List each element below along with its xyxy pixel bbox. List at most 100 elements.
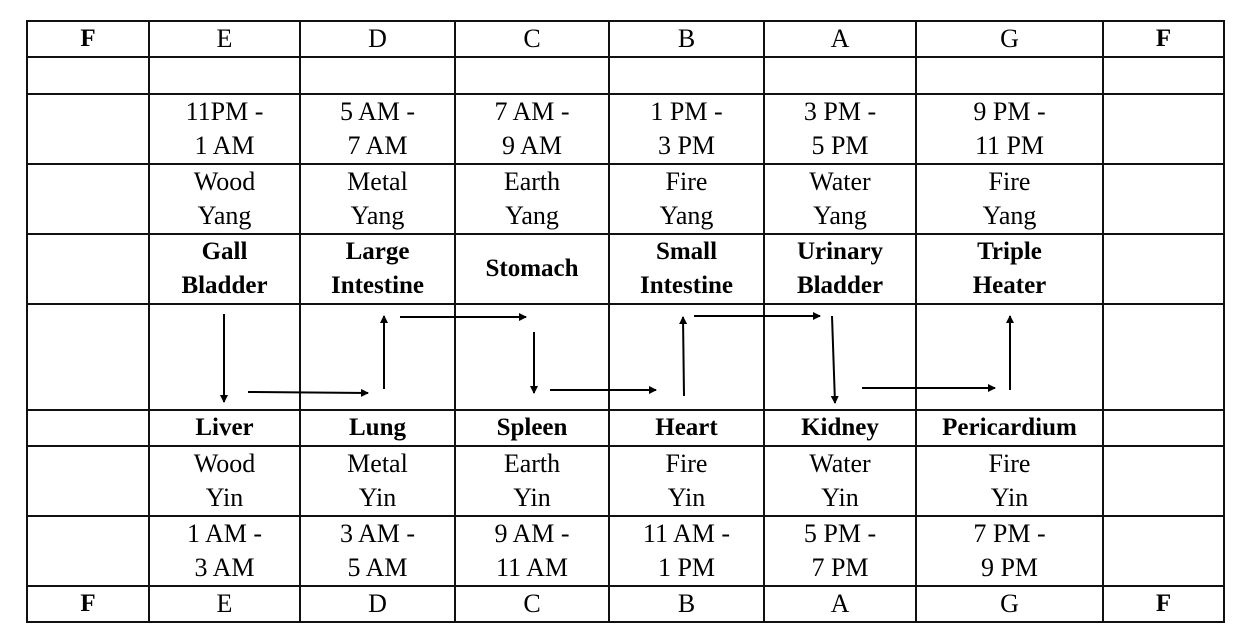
empty-cell	[915, 303, 1104, 411]
corner-label: F	[1102, 585, 1225, 623]
empty-cell	[299, 303, 456, 411]
yang-time-text: 7 AM	[347, 131, 408, 160]
yin-time-cell: 11 AM -1 PM	[608, 515, 765, 587]
corner-label: F	[26, 585, 150, 623]
yang-element-text: Fire	[665, 167, 708, 196]
yang-time-cell: 1 PM - 3 PM	[608, 93, 765, 165]
yin-time-text: 5 PM -	[803, 519, 877, 548]
yang-time-cell: 9 PM - 11 PM	[915, 93, 1104, 165]
empty-cell	[1102, 56, 1225, 95]
yang-organ-text: Bladder	[796, 272, 884, 299]
yin-element-text: Fire	[988, 449, 1031, 478]
yin-element-text: Wood	[193, 449, 256, 478]
column-letter: E	[148, 20, 301, 58]
yang-time-cell: 3 PM - 5 PM	[763, 93, 917, 165]
yin-time-cell: 9 AM -11 AM	[454, 515, 610, 587]
yang-time-text: 11 PM	[974, 131, 1045, 160]
empty-cell	[608, 56, 765, 95]
yang-time-text: 7 AM -	[494, 97, 570, 126]
empty-cell	[26, 163, 150, 235]
empty-cell	[26, 56, 150, 95]
empty-cell	[608, 303, 765, 411]
column-letter: G	[915, 585, 1104, 623]
empty-cell	[1102, 445, 1225, 517]
yang-organ-text: Bladder	[181, 272, 268, 299]
empty-row	[26, 56, 1225, 95]
corner-label: F	[26, 20, 150, 58]
empty-cell	[1102, 515, 1225, 587]
yang-time-cell: 11PM - 1 AM	[148, 93, 301, 165]
yin-element-text: Water	[809, 449, 871, 478]
yin-element-text: Yin	[821, 483, 859, 512]
column-letter: D	[299, 20, 456, 58]
empty-cell	[915, 56, 1104, 95]
empty-cell	[26, 445, 150, 517]
empty-cell	[26, 409, 150, 447]
yang-element-text: Earth	[503, 167, 561, 196]
column-letter: C	[454, 20, 610, 58]
yang-organ-cell: Stomach	[454, 233, 610, 305]
empty-cell	[26, 93, 150, 165]
empty-cell	[454, 56, 610, 95]
yin-element-text: Yin	[513, 483, 551, 512]
empty-cell	[763, 56, 917, 95]
column-letter: A	[763, 20, 917, 58]
column-letter: B	[608, 585, 765, 623]
column-letter: D	[299, 585, 456, 623]
yang-time-text: 1 PM -	[650, 97, 723, 126]
yang-time-text: 9 PM -	[973, 97, 1046, 126]
empty-cell	[454, 303, 610, 411]
yang-time-text: 3 PM	[657, 131, 716, 160]
yang-organ-text: Large	[345, 238, 410, 265]
yin-time-cell: 7 PM - 9 PM	[915, 515, 1104, 587]
column-letter: C	[454, 585, 610, 623]
yin-time-text: 3 AM	[194, 553, 255, 582]
yin-time-text: 7 PM -	[973, 519, 1046, 548]
yin-time-text: 7 PM	[811, 553, 869, 582]
yin-time-text: 9 PM	[980, 553, 1039, 582]
yang-organ-text: Intestine	[639, 272, 734, 299]
yang-time-cell: 7 AM -9 AM	[454, 93, 610, 165]
yin-element-text: Yin	[358, 483, 397, 512]
yang-organ-text: Small	[655, 238, 718, 265]
yin-element-text: Yin	[205, 483, 244, 512]
yin-organ-cell: Kidney	[763, 409, 917, 447]
yin-element-text: Yin	[667, 483, 706, 512]
yang-element-text: Yang	[813, 201, 867, 230]
yang-organ-text: Stomach	[485, 255, 579, 282]
empty-cell	[26, 303, 150, 411]
yang-organ-text: Intestine	[330, 272, 425, 299]
yang-element-text: Yang	[505, 201, 559, 230]
yang-time-text: 5 PM	[811, 131, 869, 160]
yin-time-text: 3 AM -	[339, 519, 416, 548]
yin-organ-cell: Pericardium	[915, 409, 1104, 447]
column-letter: A	[763, 585, 917, 623]
empty-cell	[26, 233, 150, 305]
yang-time-text: 11PM -	[185, 97, 264, 126]
yang-time-text: 3 PM -	[803, 97, 877, 126]
yin-time-text: 11 AM -	[642, 519, 731, 548]
yang-time-text: 1 AM	[194, 131, 255, 160]
empty-cell	[299, 56, 456, 95]
yang-element-text: Water	[809, 167, 871, 196]
yin-element-text: Earth	[503, 449, 561, 478]
yin-time-cell: 3 AM -5 AM	[299, 515, 456, 587]
yin-organ-cell: Spleen	[454, 409, 610, 447]
